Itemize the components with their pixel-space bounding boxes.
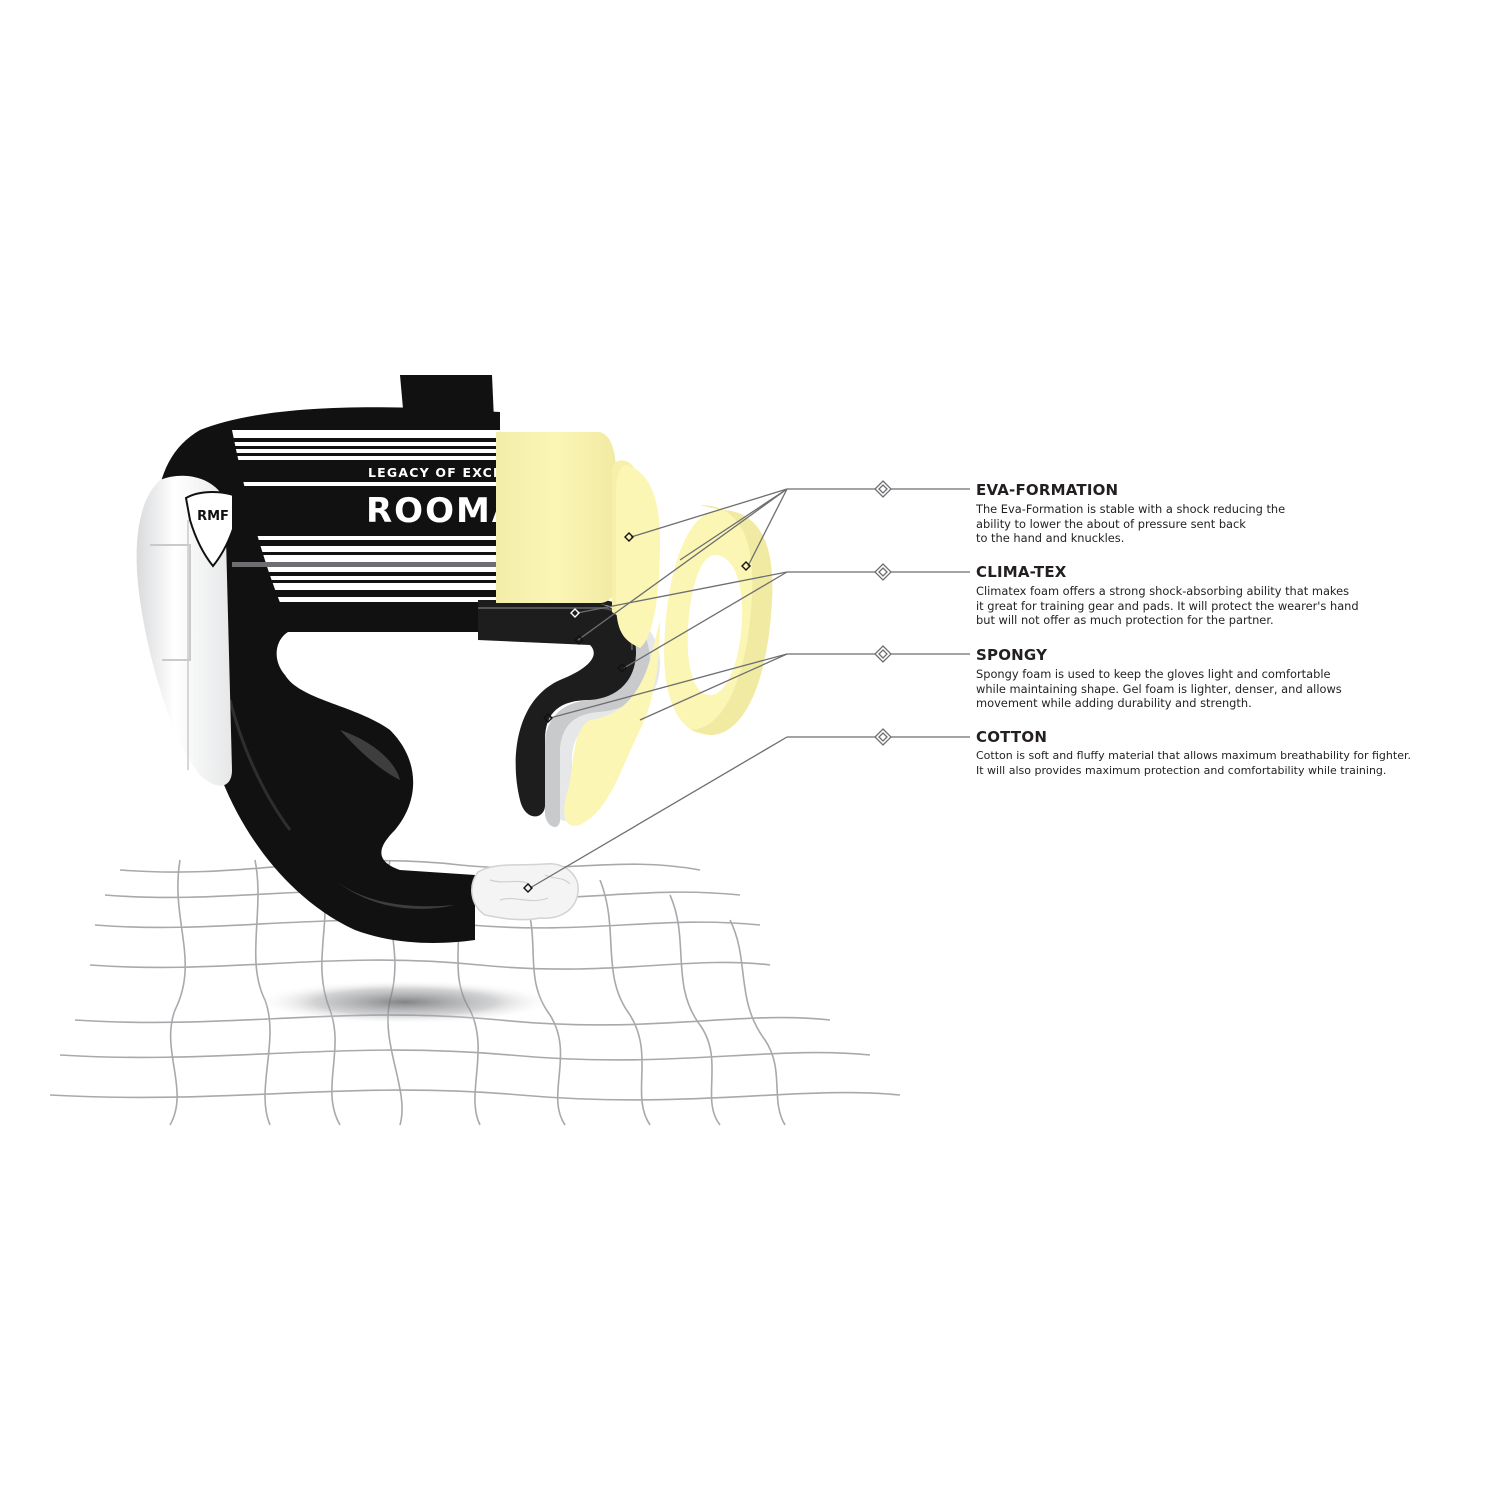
diamond-marker-icon bbox=[874, 480, 892, 498]
diamond-marker-icon bbox=[617, 663, 627, 673]
drop-shadow bbox=[255, 980, 555, 1024]
brand-wordmark: ROOMA bbox=[366, 491, 520, 531]
callout-spongy: SPONGY Spongy foam is used to keep the g… bbox=[976, 646, 1476, 711]
brand-band: LEGACY OF EXCEL ROOMA bbox=[232, 430, 520, 615]
diamond-marker-icon bbox=[543, 713, 553, 723]
diamond-marker-icon bbox=[874, 645, 892, 663]
diamond-marker-icon bbox=[523, 883, 533, 893]
logo-monogram: RMF bbox=[197, 509, 229, 524]
callout-title: CLIMA-TEX bbox=[976, 563, 1067, 581]
diamond-marker-icon bbox=[574, 635, 584, 645]
callout-description: Climatex foam offers a strong shock-abso… bbox=[976, 584, 1476, 628]
description-line: ability to lower the about of pressure s… bbox=[976, 516, 1246, 531]
callout-title: SPONGY bbox=[976, 646, 1048, 664]
callout-title: EVA-FORMATION bbox=[976, 481, 1119, 499]
description-line: it great for training gear and pads. It … bbox=[976, 598, 1359, 613]
description-line: movement while adding durability and str… bbox=[976, 696, 1252, 711]
callout-title: COTTON bbox=[976, 728, 1048, 746]
diamond-marker-icon bbox=[741, 561, 751, 571]
brand-logo-icon: RMF bbox=[184, 491, 242, 568]
callout-description: Spongy foam is used to keep the gloves l… bbox=[976, 667, 1476, 711]
callout-description: The Eva-Formation is stable with a shock… bbox=[976, 502, 1476, 546]
leader-lines bbox=[529, 488, 970, 889]
description-line: Spongy foam is used to keep the gloves l… bbox=[976, 667, 1331, 681]
diamond-marker-icon bbox=[874, 563, 892, 581]
callout-description: Cotton is soft and fluffy material that … bbox=[976, 749, 1476, 778]
cotton-layer bbox=[471, 863, 579, 921]
callout-eva-formation: EVA-FORMATION The Eva-Formation is stabl… bbox=[976, 481, 1476, 546]
eva-formation-layer bbox=[496, 432, 773, 826]
brand-tagline: LEGACY OF EXCEL bbox=[368, 465, 512, 480]
callout-clima-tex: CLIMA-TEX Climatex foam offers a strong … bbox=[976, 563, 1476, 628]
description-line: It will also provides maximum protection… bbox=[976, 763, 1387, 777]
description-line: while maintaining shape. Gel foam is lig… bbox=[976, 681, 1342, 696]
description-line: Climatex foam offers a strong shock-abso… bbox=[976, 584, 1350, 598]
description-line: The Eva-Formation is stable with a shock… bbox=[976, 502, 1286, 516]
layer-markers bbox=[523, 532, 751, 893]
callout-cotton: COTTON Cotton is soft and fluffy materia… bbox=[976, 728, 1476, 778]
diamond-marker-icon bbox=[570, 608, 580, 618]
diamond-marker-icon bbox=[874, 728, 892, 746]
diamond-marker-icon bbox=[624, 532, 634, 542]
description-line: to the hand and knuckles. bbox=[976, 531, 1125, 546]
description-line: but will not offer as much protection fo… bbox=[976, 613, 1274, 628]
description-line: Cotton is soft and fluffy material that … bbox=[976, 749, 1411, 762]
heading-markers bbox=[874, 480, 892, 746]
